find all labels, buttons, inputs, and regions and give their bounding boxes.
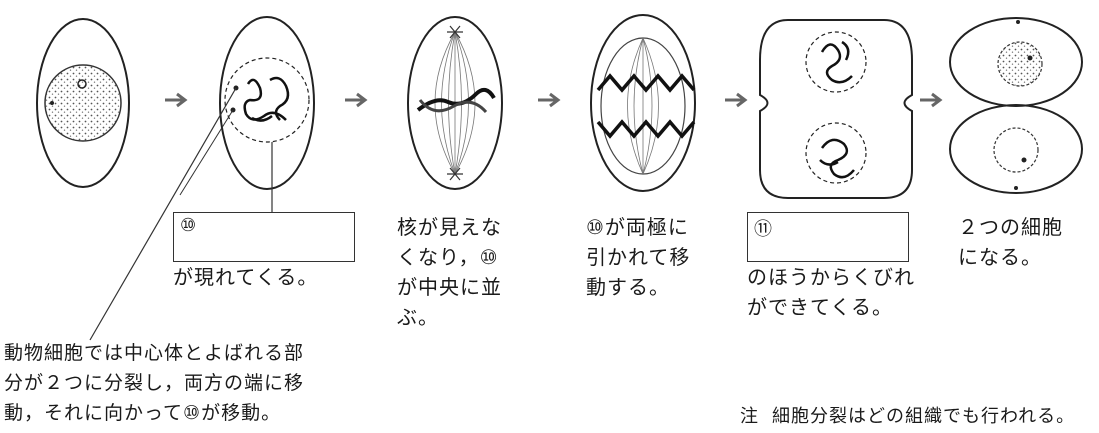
arrow-3	[538, 92, 561, 108]
stage6-caption-line1: ２つの細胞	[958, 215, 1063, 239]
stage2-caption: が現れてくる。	[173, 265, 319, 289]
stage6-cells	[949, 17, 1083, 194]
stage5-caption-line2: ができてくる。	[747, 295, 893, 319]
answer-box-11[interactable]: ⑪	[747, 212, 909, 262]
animal-note-line2: 分が２つに分裂し，両方の端に移	[4, 372, 305, 394]
stage2-cell	[89, 16, 315, 341]
answer-box-10[interactable]: ⑩	[173, 212, 355, 262]
footnote-text: 細胞分裂はどの組織でも行われる。	[772, 406, 1076, 427]
stage4-caption-line3: 動する。	[586, 275, 670, 299]
box-label-11: ⑪	[754, 219, 772, 240]
stage3-caption-line3: が中央に並	[397, 275, 502, 299]
stage3-cell	[407, 16, 503, 190]
stage4-caption-line1: ⑩が両極に	[586, 215, 689, 239]
arrow-5	[920, 92, 943, 108]
stage3-caption-line2: くなり，⑩	[397, 245, 499, 269]
stage4-caption-line2: 引かれて移	[586, 245, 691, 269]
animal-note-line1: 動物細胞では中心体とよばれる部	[4, 342, 305, 364]
arrow-1	[165, 92, 188, 108]
footnote-mark: 注	[740, 406, 759, 427]
stage5-cell	[759, 19, 913, 199]
stage6-caption-line2: になる。	[958, 245, 1042, 269]
arrow-4	[725, 92, 748, 108]
stage1-cell	[36, 18, 130, 188]
stage3-caption-line1: 核が見えな	[397, 215, 502, 239]
animal-note-line3: 動，それに向かって⑩が移動。	[4, 402, 282, 424]
box-label-10: ⑩	[180, 215, 197, 236]
stage4-cell	[590, 14, 696, 192]
stage5-caption-line1: のほうからくびれ	[747, 265, 915, 289]
stage3-caption-line4: ぶ。	[397, 305, 439, 329]
arrow-2	[345, 92, 368, 108]
